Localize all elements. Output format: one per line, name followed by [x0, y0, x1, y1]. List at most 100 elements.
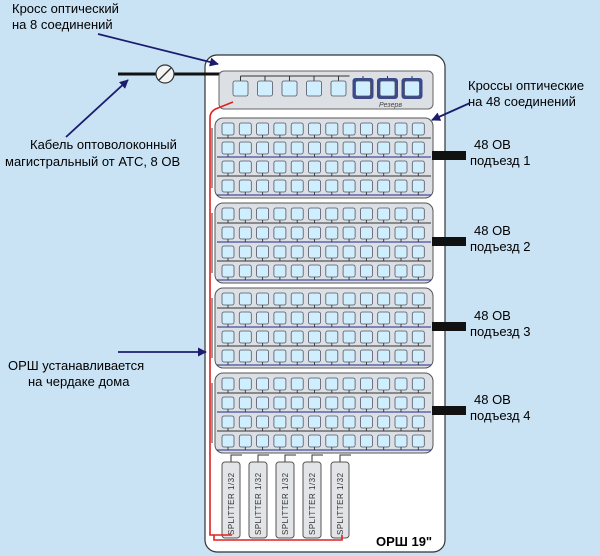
cross-port: [325, 141, 339, 155]
cross-port: [359, 179, 373, 193]
cross-port: [273, 396, 287, 410]
cross-port: [411, 349, 425, 363]
cross-port: [394, 207, 408, 221]
splitter-lead: [257, 454, 269, 462]
cross-port: [273, 311, 287, 325]
cross-port: [359, 349, 373, 363]
cross-port: [377, 160, 391, 174]
cross-port: [359, 377, 373, 391]
cross-port: [256, 179, 270, 193]
cross-port: [325, 396, 339, 410]
cross-port: [394, 377, 408, 391]
cross-port: [256, 349, 270, 363]
splitter-5: [330, 461, 350, 539]
cross-port: [273, 415, 287, 429]
cross-port: [342, 377, 356, 391]
cable-arrow: [65, 79, 129, 138]
cross-port: [273, 141, 287, 155]
cross-port: [377, 207, 391, 221]
cross-port: [308, 264, 321, 278]
cross-port: [308, 330, 321, 344]
cross-port: [359, 245, 373, 259]
cross-port: [256, 434, 270, 448]
cross-port: [377, 226, 391, 240]
entrance-count: 48 ОВ: [474, 308, 511, 323]
cross-port: [342, 122, 356, 136]
cross-port: [394, 226, 408, 240]
cross-port: [290, 264, 304, 278]
cross-port: [394, 179, 408, 193]
cross-panels: [211, 117, 434, 454]
reserve-port: [355, 80, 371, 97]
cross-port: [411, 396, 425, 410]
cross-port: [342, 396, 356, 410]
cross-port: [394, 415, 408, 429]
red-fiber: [209, 101, 343, 541]
cross-port: [273, 226, 287, 240]
cross-port: [290, 377, 304, 391]
cross-port: [238, 349, 252, 363]
cross-port: [377, 349, 391, 363]
cross-port: [342, 292, 356, 306]
cross-port: [221, 311, 235, 325]
cross-port: [342, 311, 356, 325]
cross48-label-line2: на 48 соединений: [468, 94, 576, 109]
cross-port: [325, 179, 339, 193]
cross-port: [308, 396, 321, 410]
cross-port: [377, 141, 391, 155]
cross-port: [308, 292, 321, 306]
cross-port: [308, 226, 321, 240]
cross-port: [394, 349, 408, 363]
cross-port: [256, 245, 270, 259]
cross-port: [342, 141, 356, 155]
cross-port: [411, 330, 425, 344]
entrance-cable-3: [432, 322, 466, 331]
cable-label-line2: магистральный от АТС, 8 ОВ: [5, 154, 180, 169]
cross-port: [273, 207, 287, 221]
cable-coupler-slash: [158, 67, 172, 81]
cross-port: [273, 292, 287, 306]
reserve-port: [404, 80, 420, 97]
reserve-label: Резерв: [379, 102, 402, 109]
cross-port: [359, 122, 373, 136]
cross-port: [359, 415, 373, 429]
splitter-label: SPLITTER 1/32: [227, 472, 236, 535]
cross-port: [256, 311, 270, 325]
splitter-lead: [284, 454, 296, 462]
cross-port: [342, 226, 356, 240]
cross-port: [308, 141, 321, 155]
cross-port: [221, 122, 235, 136]
cross-port: [377, 292, 391, 306]
cross-port: [411, 179, 425, 193]
cross-port: [359, 160, 373, 174]
cross-port: [342, 245, 356, 259]
cross-port: [256, 292, 270, 306]
cross-port: [325, 122, 339, 136]
cross-port: [221, 264, 235, 278]
cross-port: [273, 179, 287, 193]
cross-port: [411, 245, 425, 259]
cross-port: [308, 160, 321, 174]
cross-port: [221, 434, 235, 448]
cross-port: [377, 415, 391, 429]
cross-port: [359, 141, 373, 155]
cross-port: [377, 264, 391, 278]
cross-port: [342, 434, 356, 448]
cross-port: [325, 349, 339, 363]
cross-port: [325, 415, 339, 429]
cross-port: [308, 415, 321, 429]
cross-port: [342, 179, 356, 193]
cross48-arrow: [431, 102, 471, 121]
cross-port: [325, 226, 339, 240]
splitter-3: [275, 461, 295, 539]
cross-port: [308, 122, 321, 136]
entrance-cable-4: [432, 406, 466, 415]
cross-port: [377, 434, 391, 448]
cross-port: [221, 292, 235, 306]
cross-port: [238, 245, 252, 259]
cross-port: [238, 292, 252, 306]
cabinet-label: ОРШ 19": [376, 534, 432, 549]
cross-port: [273, 264, 287, 278]
cross-port: [308, 377, 321, 391]
cross-port: [221, 377, 235, 391]
